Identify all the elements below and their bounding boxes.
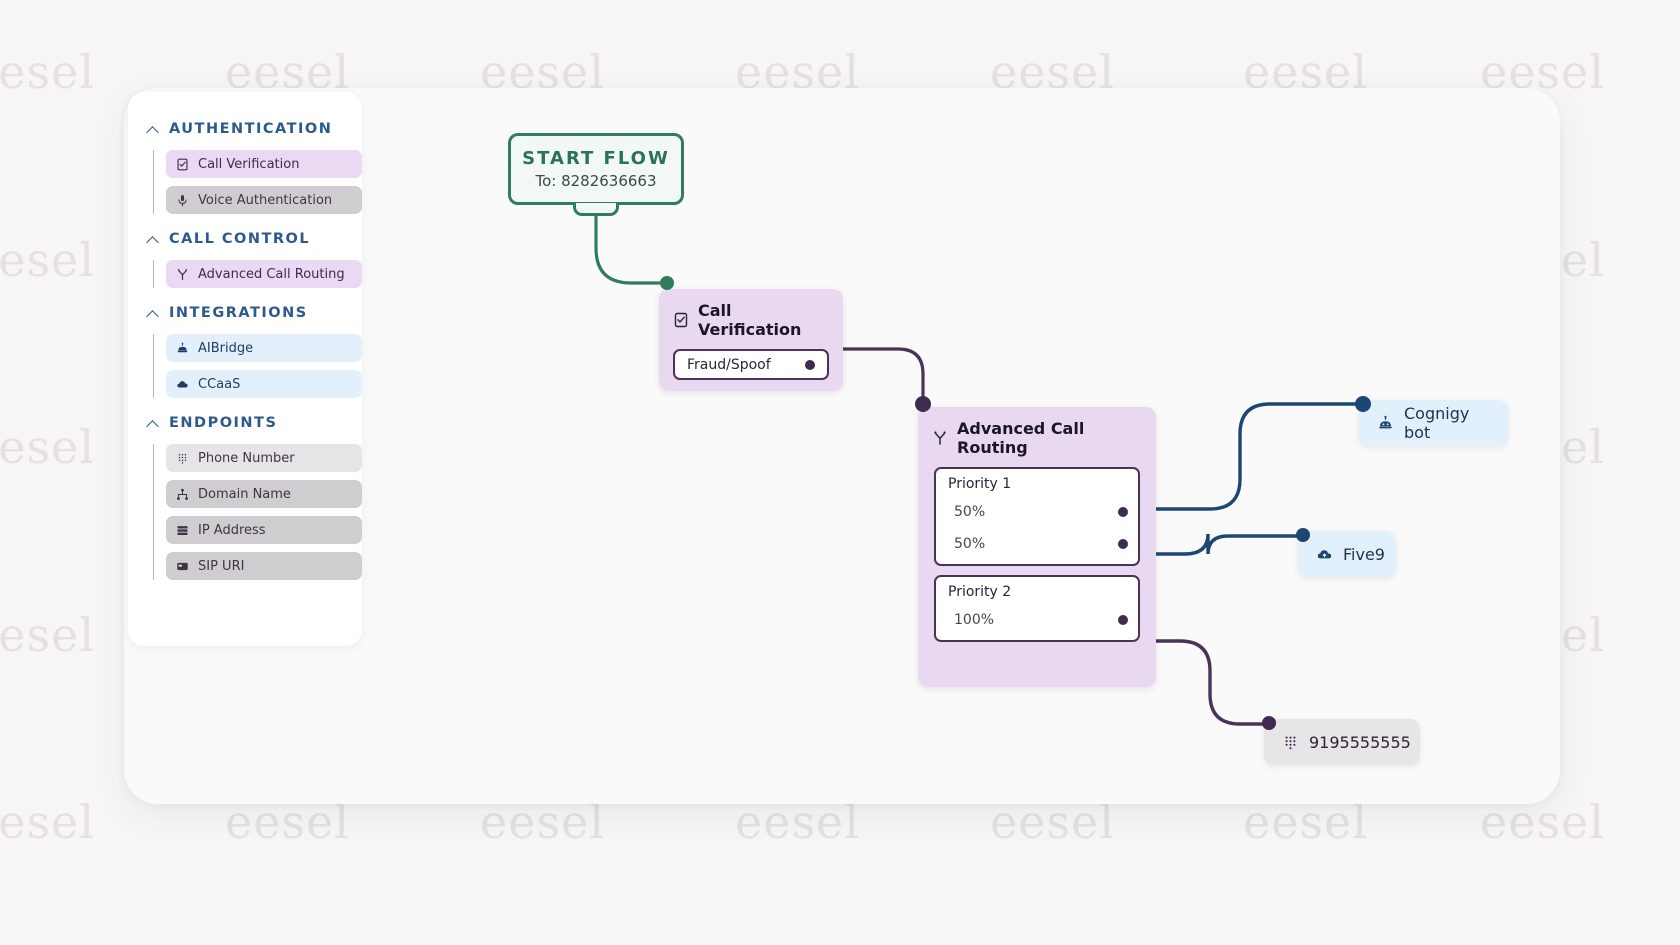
start-flow-subtitle: To: 8282636663 bbox=[535, 172, 657, 190]
sidebar-group-header-integrations[interactable]: INTEGRATIONS bbox=[128, 298, 362, 328]
call-verification-row-fraud-spoof[interactable]: Fraud/Spoof bbox=[673, 349, 829, 380]
row-output-handle[interactable] bbox=[1118, 507, 1128, 517]
sidebar-item-sip-uri[interactable]: SIP URI bbox=[166, 552, 362, 580]
sitemap-icon bbox=[176, 488, 189, 501]
row-label: Fraud/Spoof bbox=[687, 356, 771, 373]
sidebar-group: CALL CONTROL Advanced Call Routing bbox=[128, 224, 362, 288]
priority-group-1[interactable]: Priority 1 50% 50% bbox=[934, 467, 1140, 566]
watermark-text: eesel bbox=[0, 608, 95, 662]
sidebar-item-label: AIBridge bbox=[198, 340, 254, 356]
sidebar-item-ccaas[interactable]: CCaaS bbox=[166, 370, 362, 398]
branch-icon bbox=[176, 268, 189, 281]
priority-2-row-1[interactable]: 100% bbox=[936, 604, 1138, 636]
chevron-up-icon bbox=[147, 417, 160, 430]
sidebar-item-label: IP Address bbox=[198, 522, 266, 538]
phone-number-label: 9195555555 bbox=[1309, 732, 1411, 752]
sidebar-item-label: Domain Name bbox=[198, 486, 291, 502]
advanced-call-routing-node[interactable]: Advanced Call Routing Priority 1 50% 50%… bbox=[918, 407, 1156, 687]
sidebar-group-header-endpoints[interactable]: ENDPOINTS bbox=[128, 408, 362, 438]
weight-value: 100% bbox=[954, 612, 995, 628]
sidebar-group-header-authentication[interactable]: AUTHENTICATION bbox=[128, 114, 362, 144]
sidebar-group-title: INTEGRATIONS bbox=[169, 305, 308, 321]
call-verification-input-handle[interactable] bbox=[660, 276, 674, 290]
priority-1-row-1[interactable]: 50% bbox=[936, 496, 1138, 528]
branch-icon bbox=[932, 430, 948, 446]
check-square-icon bbox=[673, 312, 689, 328]
watermark-text: eesel bbox=[0, 795, 95, 849]
sidebar-item-voice-authentication[interactable]: Voice Authentication bbox=[166, 186, 362, 214]
priority-1-label: Priority 1 bbox=[948, 476, 1012, 492]
chevron-up-icon bbox=[147, 123, 160, 136]
watermark-text: eesel bbox=[0, 420, 95, 474]
keypad-icon bbox=[1282, 734, 1299, 751]
sidebar-item-label: SIP URI bbox=[198, 558, 245, 574]
advanced-call-routing-header: Advanced Call Routing bbox=[918, 407, 1156, 467]
priority-group-2[interactable]: Priority 2 100% bbox=[934, 575, 1140, 642]
sidebar-item-aibridge[interactable]: AIBridge bbox=[166, 334, 362, 362]
sidebar-item-label: Voice Authentication bbox=[198, 192, 333, 208]
sidebar-group-items: Advanced Call Routing bbox=[153, 260, 362, 288]
five9-label: Five9 bbox=[1343, 544, 1385, 564]
sidebar-item-domain-name[interactable]: Domain Name bbox=[166, 480, 362, 508]
advanced-call-routing-input-handle[interactable] bbox=[915, 396, 931, 412]
sidebar-group-header-call-control[interactable]: CALL CONTROL bbox=[128, 224, 362, 254]
cognigy-bot-node[interactable]: Cognigy bot bbox=[1359, 400, 1508, 446]
advanced-call-routing-title: Advanced Call Routing bbox=[957, 419, 1085, 457]
sidebar-item-phone-number[interactable]: Phone Number bbox=[166, 444, 362, 472]
sidebar-item-label: Phone Number bbox=[198, 450, 295, 466]
chevron-up-icon bbox=[147, 233, 160, 246]
keypad-icon bbox=[176, 452, 189, 465]
priority-2-label: Priority 2 bbox=[948, 584, 1012, 600]
start-flow-title: START FLOW bbox=[522, 148, 670, 169]
sidebar-item-label: CCaaS bbox=[198, 376, 241, 392]
watermark-text: eesel bbox=[0, 45, 95, 99]
start-flow-node[interactable]: START FLOW To: 8282636663 bbox=[508, 133, 684, 205]
bot-icon bbox=[1377, 415, 1394, 432]
cloud-icon bbox=[176, 378, 189, 391]
watermark-text: eesel bbox=[0, 233, 95, 287]
start-flow-connector-tab bbox=[573, 203, 619, 216]
priority-1-row-2[interactable]: 50% bbox=[936, 528, 1138, 560]
row-output-handle[interactable] bbox=[805, 359, 815, 370]
cognigy-bot-input-handle[interactable] bbox=[1355, 396, 1371, 412]
sidebar-group-title: AUTHENTICATION bbox=[169, 121, 333, 137]
phone-number-node[interactable]: 9195555555 bbox=[1264, 719, 1420, 765]
sidebar-group-title: CALL CONTROL bbox=[169, 231, 311, 247]
five9-input-handle[interactable] bbox=[1296, 528, 1310, 542]
microphone-icon bbox=[176, 194, 189, 207]
sidebar-item-call-verification[interactable]: Call Verification bbox=[166, 150, 362, 178]
weight-value: 50% bbox=[954, 536, 986, 552]
row-output-handle[interactable] bbox=[1118, 539, 1128, 549]
check-square-icon bbox=[176, 158, 189, 171]
cloud-icon bbox=[1316, 546, 1333, 563]
call-verification-node[interactable]: Call Verification Fraud/Spoof bbox=[659, 289, 843, 391]
phone-number-input-handle[interactable] bbox=[1262, 716, 1276, 730]
sidebar-item-label: Advanced Call Routing bbox=[198, 266, 345, 282]
sidebar-group-title: ENDPOINTS bbox=[169, 415, 278, 431]
call-verification-title: Call Verification bbox=[698, 301, 802, 339]
weight-value: 50% bbox=[954, 504, 986, 520]
sidebar-item-label: Call Verification bbox=[198, 156, 300, 172]
sidebar-item-advanced-call-routing[interactable]: Advanced Call Routing bbox=[166, 260, 362, 288]
cognigy-bot-label: Cognigy bot bbox=[1404, 404, 1470, 442]
five9-node[interactable]: Five9 bbox=[1298, 531, 1396, 577]
sidebar-item-ip-address[interactable]: IP Address bbox=[166, 516, 362, 544]
card-icon bbox=[176, 560, 189, 573]
call-verification-header: Call Verification bbox=[659, 289, 843, 349]
row-output-handle[interactable] bbox=[1118, 615, 1128, 625]
server-icon bbox=[176, 524, 189, 537]
bot-icon bbox=[176, 342, 189, 355]
chevron-up-icon bbox=[147, 307, 160, 320]
